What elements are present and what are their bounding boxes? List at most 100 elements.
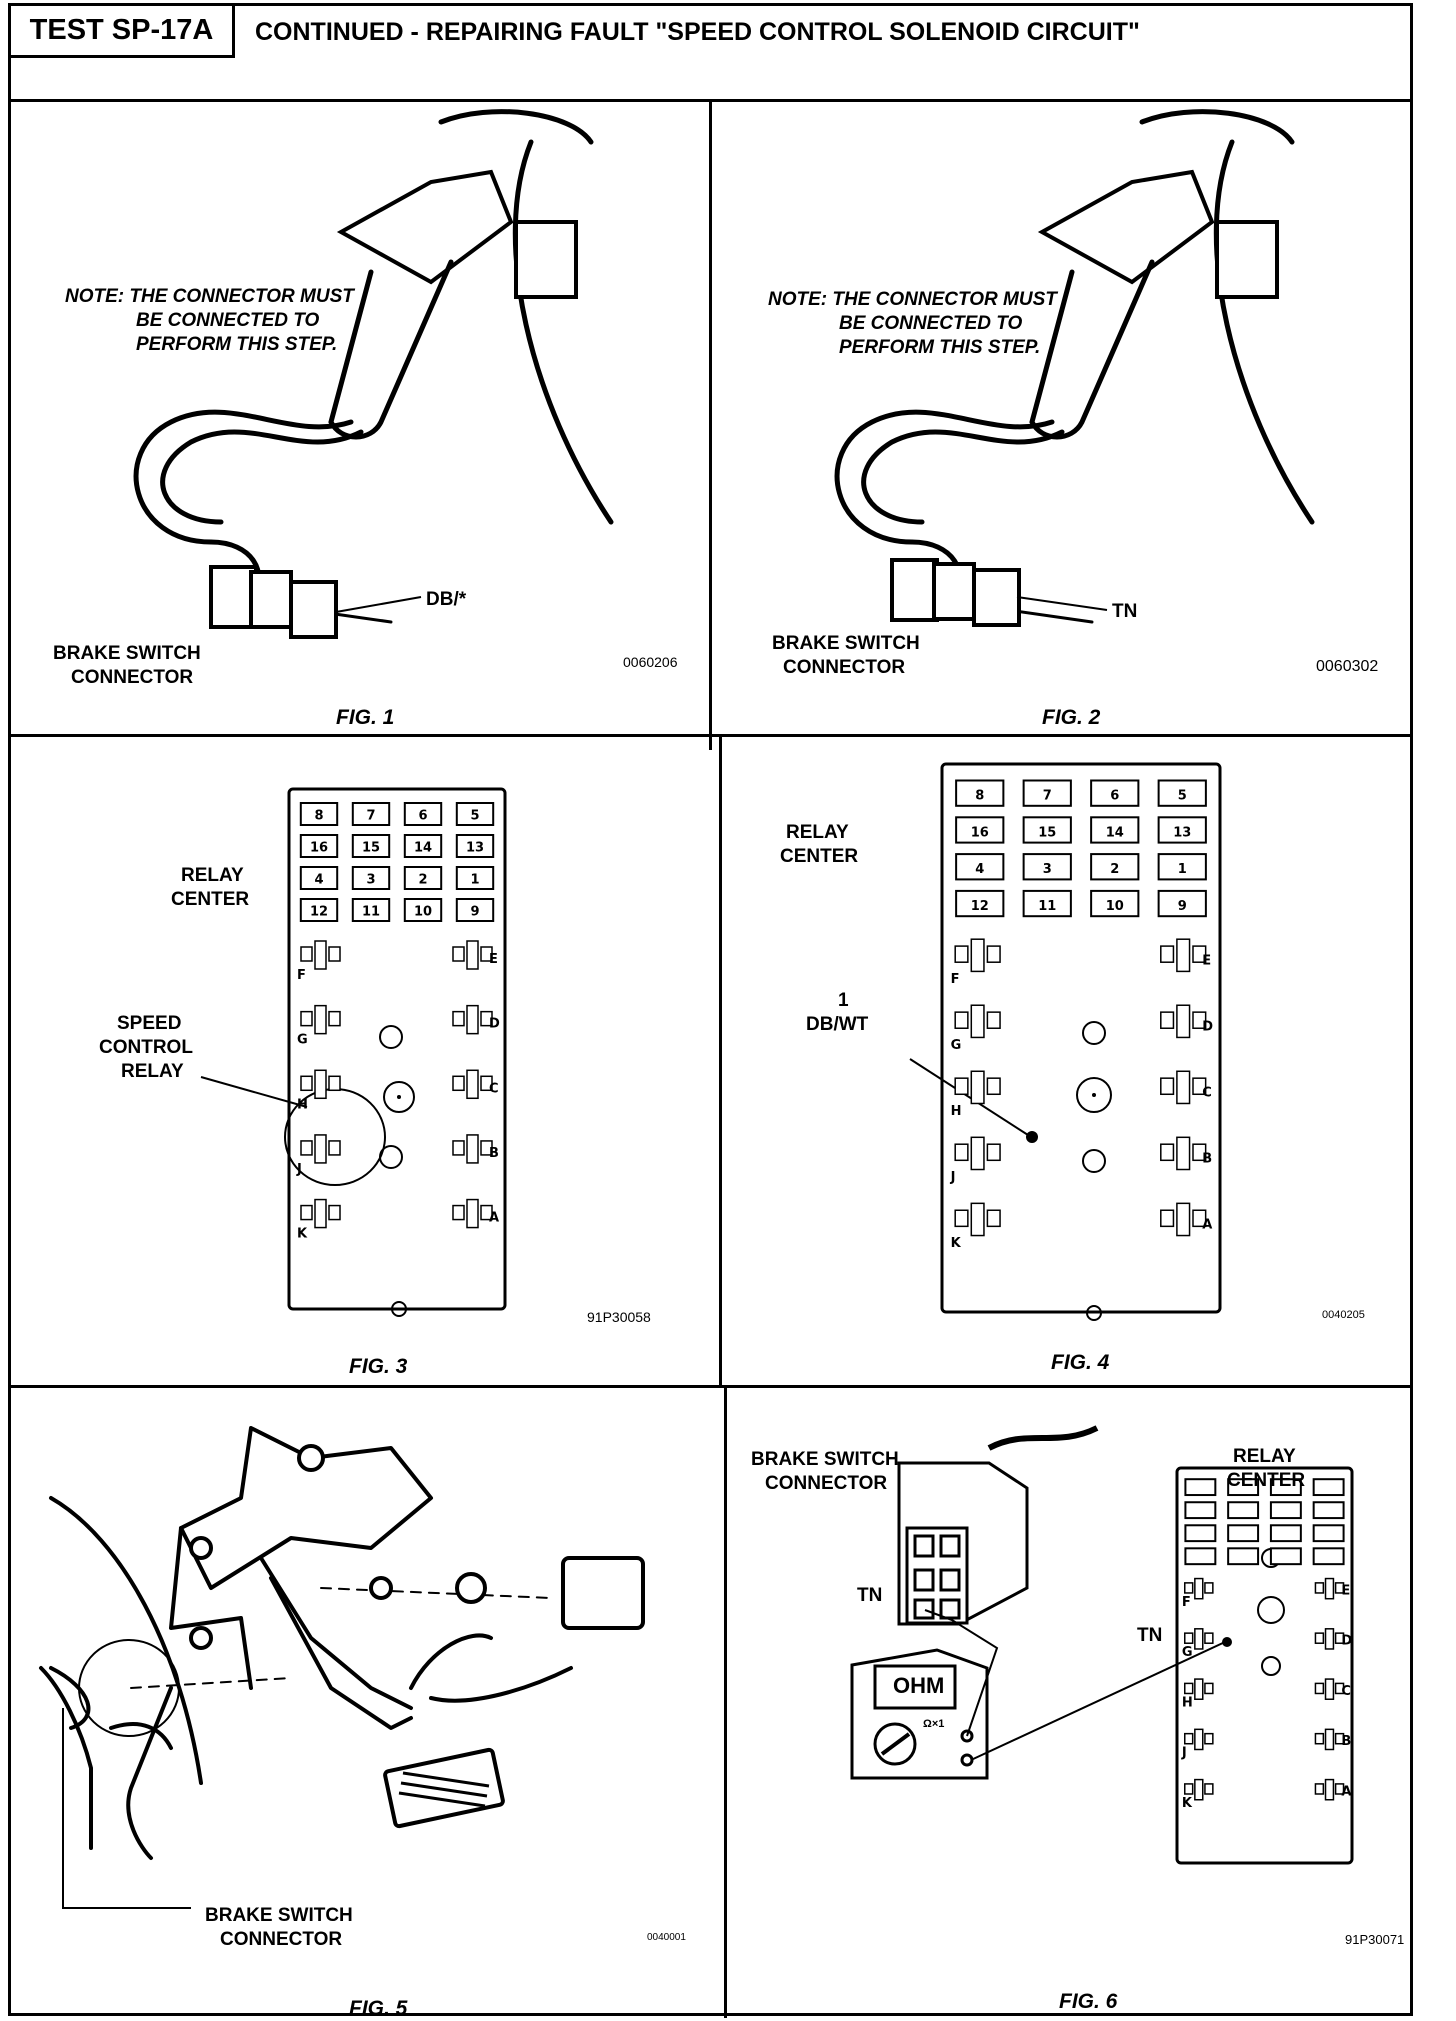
fuse-slot xyxy=(1090,889,1140,918)
fuse-slot xyxy=(1312,1478,1345,1497)
relay-letter: G xyxy=(1182,1645,1193,1660)
figure-code: 0060302 xyxy=(1316,658,1379,675)
relay-letter: D xyxy=(1202,1020,1213,1035)
page-title: CONTINUED - REPAIRING FAULT "SPEED CONTR… xyxy=(255,18,1140,46)
relay-socket-pin xyxy=(1334,1582,1345,1594)
meter-range: Ω×1 xyxy=(923,1718,945,1730)
relay-socket-pin xyxy=(1176,1004,1191,1039)
relay-socket-pin xyxy=(1184,1732,1194,1745)
relay-socket-pin xyxy=(1176,1202,1191,1237)
fuse-number: 11 xyxy=(1038,899,1056,914)
relay-socket-pin xyxy=(328,1075,341,1092)
relay-socket-pin xyxy=(300,1075,313,1092)
relay-socket-pin xyxy=(986,1143,1001,1162)
brake-switch-illustration xyxy=(834,109,1315,627)
connector-label: CONNECTOR xyxy=(71,667,194,688)
relay-socket-pin xyxy=(970,938,985,973)
relay-socket-pin xyxy=(970,1202,985,1237)
fuse-slot xyxy=(1227,1524,1260,1543)
relay-socket-pin xyxy=(328,946,341,962)
relay-socket-pin xyxy=(1176,1136,1191,1171)
relay-letter: K xyxy=(951,1236,962,1251)
fuse-slot xyxy=(1090,779,1140,807)
relay-socket-pin xyxy=(328,1204,341,1221)
relay-socket-pin xyxy=(1194,1628,1204,1650)
relay-letter: E xyxy=(489,952,498,967)
relay-socket-pin xyxy=(1204,1783,1214,1795)
relay-socket-pin xyxy=(314,940,327,970)
relay-socket-pin xyxy=(300,1204,313,1221)
relay-socket-pin xyxy=(986,1011,1001,1029)
fuse-number: 3 xyxy=(1043,862,1052,877)
wire-label: DB/* xyxy=(426,589,467,610)
fuse-number: 5 xyxy=(470,809,479,824)
relay-socket-pin xyxy=(1192,1143,1207,1162)
relay-socket-pin xyxy=(986,1209,1001,1228)
relay-letter: F xyxy=(951,972,960,987)
relay-center-label: RELAY xyxy=(1233,1446,1296,1467)
fuse-slot xyxy=(1184,1501,1217,1520)
fuse-slot xyxy=(403,866,443,890)
relay-socket-pin xyxy=(480,1140,493,1156)
relay-socket-pin xyxy=(466,1069,479,1100)
relay-socket-pin xyxy=(466,1004,479,1035)
relay-socket-pin xyxy=(1334,1632,1345,1644)
connector-label: CONNECTOR xyxy=(783,657,906,678)
relay-letter: E xyxy=(1341,1583,1350,1598)
connector-label: BRAKE SWITCH xyxy=(53,643,201,664)
figure-code: 91P30071 xyxy=(1345,1932,1405,1947)
relay-letter: A xyxy=(489,1211,499,1226)
figure-code: 0040205 xyxy=(1322,1309,1365,1321)
fuse-slot xyxy=(1312,1547,1345,1566)
fuse-slot xyxy=(455,898,495,922)
relay-socket-pin xyxy=(1314,1732,1325,1745)
fuse-number: 2 xyxy=(1110,862,1119,877)
relay-socket-pin xyxy=(328,1010,341,1027)
meter-display: OHM xyxy=(893,1673,945,1698)
relay-center-label: RELAY xyxy=(181,865,244,886)
relay-socket-pin xyxy=(1192,1077,1207,1096)
fuse-number: 7 xyxy=(366,809,375,824)
relay-socket-pin xyxy=(314,1134,327,1164)
fuse-slot xyxy=(1227,1547,1260,1566)
divider xyxy=(11,734,1410,737)
relay-letter: J xyxy=(950,1170,956,1185)
relay-socket-pin xyxy=(1334,1732,1345,1745)
figure-caption: FIG. 2 xyxy=(1042,706,1101,729)
fuse-number: 16 xyxy=(310,841,328,856)
figure-5-panel: BRAKE SWITCH CONNECTOR 0040001 FIG. 5 xyxy=(11,1388,724,2020)
relay-socket-pin xyxy=(1192,1209,1207,1228)
relay-socket-pin xyxy=(466,1134,479,1164)
relay-socket-pin xyxy=(480,946,493,962)
relay-socket-pin xyxy=(954,1077,969,1096)
relay-socket-pin xyxy=(970,1004,985,1039)
relay-socket-pin xyxy=(1160,1143,1175,1162)
relay-socket-pin xyxy=(480,1075,493,1092)
fuse-number: 7 xyxy=(1043,788,1052,803)
test-id-box: TEST SP-17A xyxy=(11,6,235,58)
relay-socket-pin xyxy=(1204,1632,1214,1644)
relay-letter: A xyxy=(1341,1784,1351,1799)
fuse-slot xyxy=(1269,1524,1302,1543)
fuse-slot xyxy=(1022,853,1072,881)
fuse-number: 13 xyxy=(466,841,484,856)
relay-socket-pin xyxy=(1324,1678,1335,1700)
figure-caption: FIG. 1 xyxy=(336,706,395,729)
relay-socket-pin xyxy=(1160,1209,1175,1228)
connector-label: BRAKE SWITCH xyxy=(772,633,920,654)
relay-letter: G xyxy=(951,1038,962,1053)
fuse-number: 1 xyxy=(1178,862,1187,877)
note-line: PERFORM THIS STEP. xyxy=(136,334,338,355)
relay-socket-pin xyxy=(314,1198,327,1229)
figure-caption: FIG. 3 xyxy=(349,1355,408,1378)
relay-socket-pin xyxy=(1324,1628,1335,1650)
fuse-slot xyxy=(403,898,443,922)
relay-socket-pin xyxy=(1184,1582,1194,1594)
fuse-number: 4 xyxy=(975,862,984,877)
relay-letter: B xyxy=(1202,1152,1212,1167)
relay-letter: B xyxy=(1341,1734,1351,1749)
relay-letter: H xyxy=(297,1097,308,1112)
fuse-slot xyxy=(455,802,495,826)
fuse-number: 8 xyxy=(975,788,984,803)
